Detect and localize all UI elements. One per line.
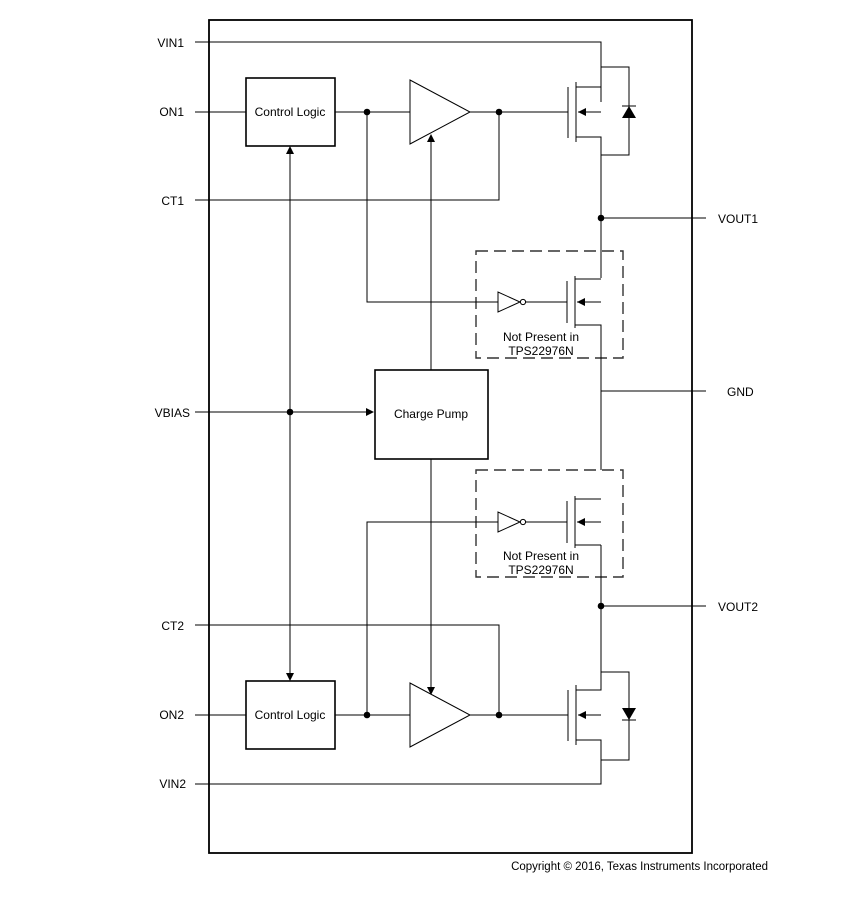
driver-buffer-2 xyxy=(409,682,472,748)
pin-label-gnd: GND xyxy=(727,385,754,399)
chip-outline xyxy=(208,19,693,854)
charge-pump-label: Charge Pump xyxy=(394,407,468,421)
not-present-box-1 xyxy=(475,250,624,359)
channel-1: Control Logic xyxy=(195,41,636,201)
control-logic-label-1: Control Logic xyxy=(255,105,326,119)
control-logic-label-2: Control Logic xyxy=(255,708,326,722)
driver-buffer-1 xyxy=(409,79,472,145)
pin-label-on1: ON1 xyxy=(159,105,184,119)
not-present-note-1a: Not Present in xyxy=(503,330,579,344)
inverter-2 xyxy=(497,511,522,533)
pin-label-on2: ON2 xyxy=(159,708,184,722)
channel-2: Control Logic xyxy=(195,624,636,785)
pin-label-vin1: VIN1 xyxy=(157,36,184,50)
control-logic-block-2 xyxy=(245,680,336,750)
pin-label-vin2: VIN2 xyxy=(159,777,186,791)
pin-label-vout2: VOUT2 xyxy=(718,600,758,614)
discharge-fet-1: Not Present in TPS22976N xyxy=(366,112,624,388)
power-fet-1 xyxy=(567,66,636,156)
power-fet-2 xyxy=(567,671,636,761)
pin-label-vout1: VOUT1 xyxy=(718,212,758,226)
control-logic-block-1 xyxy=(245,77,336,147)
pin-label-ct1: CT1 xyxy=(161,194,184,208)
not-present-note-2a: Not Present in xyxy=(503,549,579,563)
not-present-note-1b: TPS22976N xyxy=(508,344,573,358)
not-present-box-2 xyxy=(475,469,624,578)
charge-pump-block xyxy=(374,369,489,460)
bias-network: Charge Pump xyxy=(195,134,489,695)
inverter-1 xyxy=(497,291,522,313)
pin-label-ct2: CT2 xyxy=(161,619,184,633)
copyright-text: Copyright © 2016, Texas Instruments Inco… xyxy=(511,861,768,873)
discharge-fet-2: Not Present in TPS22976N xyxy=(366,469,624,715)
not-present-note-2b: TPS22976N xyxy=(508,563,573,577)
pin-label-vbias: VBIAS xyxy=(155,406,190,420)
